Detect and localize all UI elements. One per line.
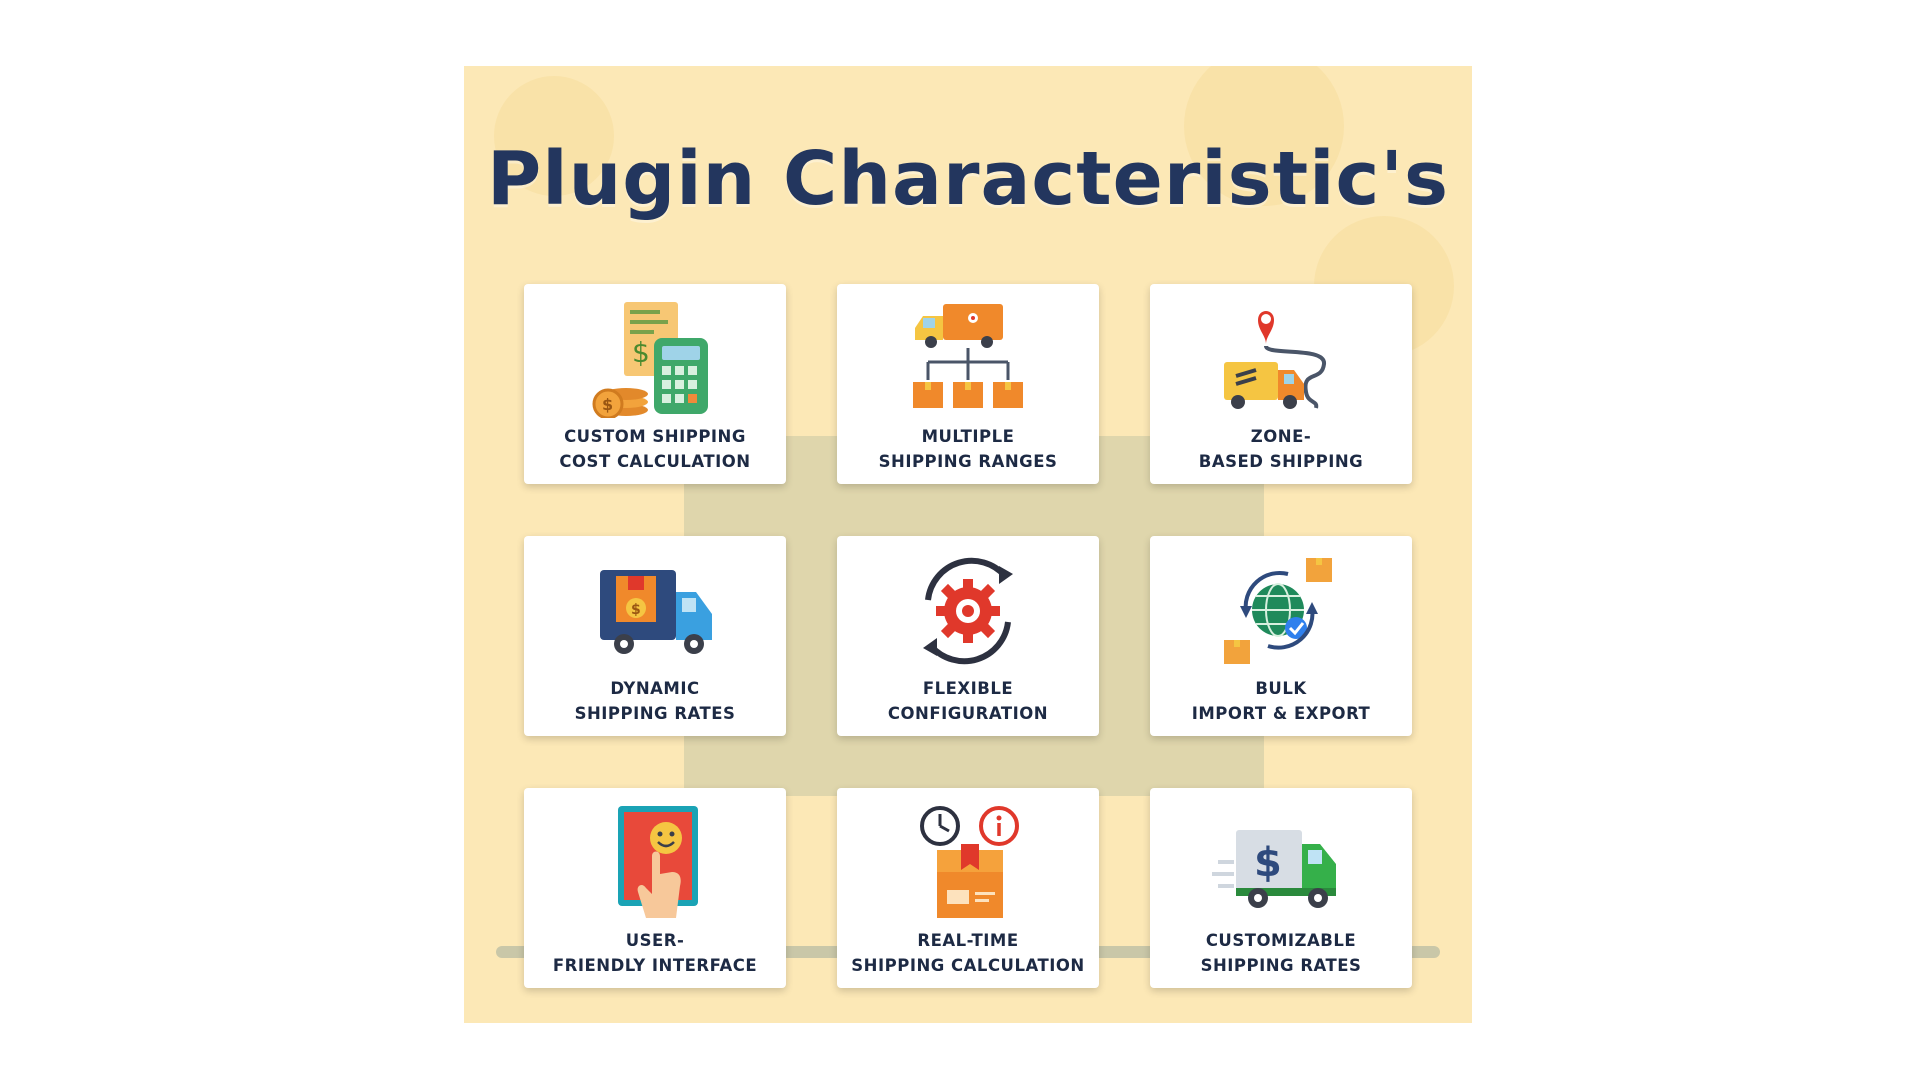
delivery-truck-icon: $ — [580, 552, 730, 670]
background-circle — [1184, 66, 1344, 206]
dollar-truck-icon: $ — [1206, 804, 1356, 922]
gear-sync-icon — [893, 552, 1043, 670]
background-circle — [494, 76, 614, 196]
feature-label: ZONE-BASED SHIPPING — [1198, 427, 1364, 471]
feature-label: USER-FRIENDLY INTERFACE — [552, 931, 758, 975]
svg-text:$: $ — [632, 336, 650, 369]
clock-info-package-icon — [893, 804, 1043, 922]
touch-tablet-smile-icon — [580, 804, 730, 922]
feature-card-user-friendly-interface: USER-FRIENDLY INTERFACE — [524, 788, 786, 988]
svg-text:$: $ — [602, 395, 613, 414]
globe-exchange-icon — [1206, 552, 1356, 670]
svg-text:$: $ — [1254, 840, 1282, 886]
svg-text:$: $ — [631, 602, 641, 618]
page-title: Plugin Characteristic's — [486, 136, 1450, 222]
feature-poster: Plugin Characteristic's $ — [464, 66, 1472, 1023]
truck-location-route-icon — [1206, 300, 1356, 418]
invoice-calculator-icon: $ $ — [580, 300, 730, 418]
truck-boxes-tree-icon — [893, 300, 1043, 418]
feature-card-zone-based-shipping: ZONE-BASED SHIPPING — [1150, 284, 1412, 484]
